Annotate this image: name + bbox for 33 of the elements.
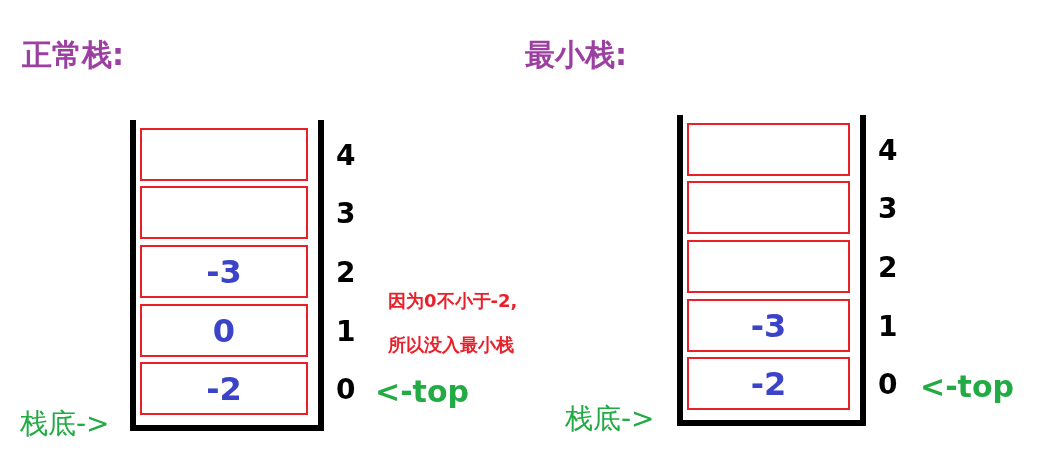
stack-cell	[687, 181, 850, 234]
index-number: 2	[336, 259, 356, 287]
cell-value: 0	[212, 314, 236, 347]
cell-value: -3	[750, 309, 787, 342]
stack-cell	[140, 128, 308, 181]
bottom-pointer-label: 栈底->	[565, 405, 655, 433]
stack-cell	[687, 299, 850, 352]
index-number: 0	[878, 371, 898, 399]
index-number: 3	[878, 195, 898, 223]
bottom-pointer-label: 栈底->	[20, 410, 110, 438]
index-number: 1	[878, 313, 898, 341]
stack-cell	[687, 357, 850, 410]
index-number: 2	[878, 254, 898, 282]
stack-heading: 正常栈:	[22, 36, 124, 74]
index-number: 0	[336, 376, 356, 404]
cell-value: -3	[206, 255, 242, 288]
stack-cell	[687, 123, 850, 176]
cell-value: -2	[750, 367, 787, 400]
cell-value: -2	[206, 372, 242, 405]
stack-heading: 最小栈:	[525, 36, 627, 74]
stack-cell	[687, 240, 850, 293]
index-number: 4	[878, 137, 898, 165]
stack-cell	[140, 245, 308, 298]
top-pointer-label: <-top	[920, 372, 1014, 402]
note-text: 所以没入最小栈	[388, 336, 514, 354]
stack-cell	[140, 304, 308, 357]
stack-cell	[140, 362, 308, 415]
stack-cell	[140, 186, 308, 239]
index-number: 3	[336, 200, 356, 228]
index-number: 4	[336, 142, 356, 170]
top-pointer-label: <-top	[375, 377, 469, 407]
index-number: 1	[336, 318, 356, 346]
note-text: 因为0不小于-2,	[388, 292, 518, 310]
